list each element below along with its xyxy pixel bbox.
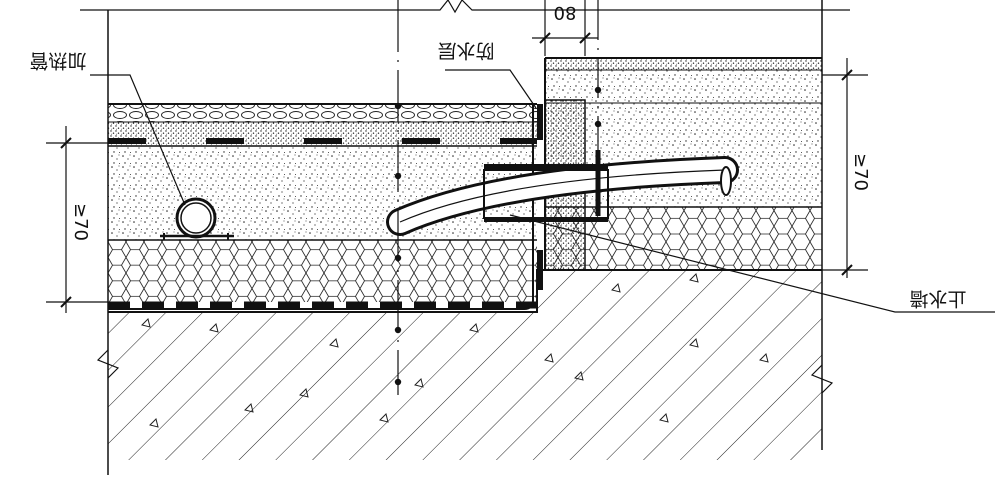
curb-width-text: 80 <box>554 2 577 23</box>
left-thickness-text: ≥70 <box>70 203 91 241</box>
heating-pipe-section <box>160 197 234 240</box>
mortar-layer-right <box>545 70 822 103</box>
centre-lines <box>394 0 602 395</box>
pipe-through-curb <box>386 150 739 236</box>
insulation-layer-left <box>108 240 537 302</box>
curb-width-dimension: 80 <box>532 0 598 56</box>
finish-layer-right <box>545 58 822 70</box>
insulation-layer-right <box>545 207 822 270</box>
water-stop-curb-label: 止水墙 <box>909 288 966 310</box>
leader-lines <box>90 69 995 313</box>
right-thickness-dimension: ≥70 <box>822 58 871 278</box>
heating-pipe-label: 加热管 <box>29 50 86 72</box>
aggregate-triangles <box>141 273 769 428</box>
waterproof-layer-label: 防水层 <box>437 40 494 62</box>
finish-layer-left <box>108 104 537 122</box>
left-thickness-dimension: ≥70 <box>46 126 108 313</box>
right-thickness-text: ≥70 <box>850 153 871 191</box>
